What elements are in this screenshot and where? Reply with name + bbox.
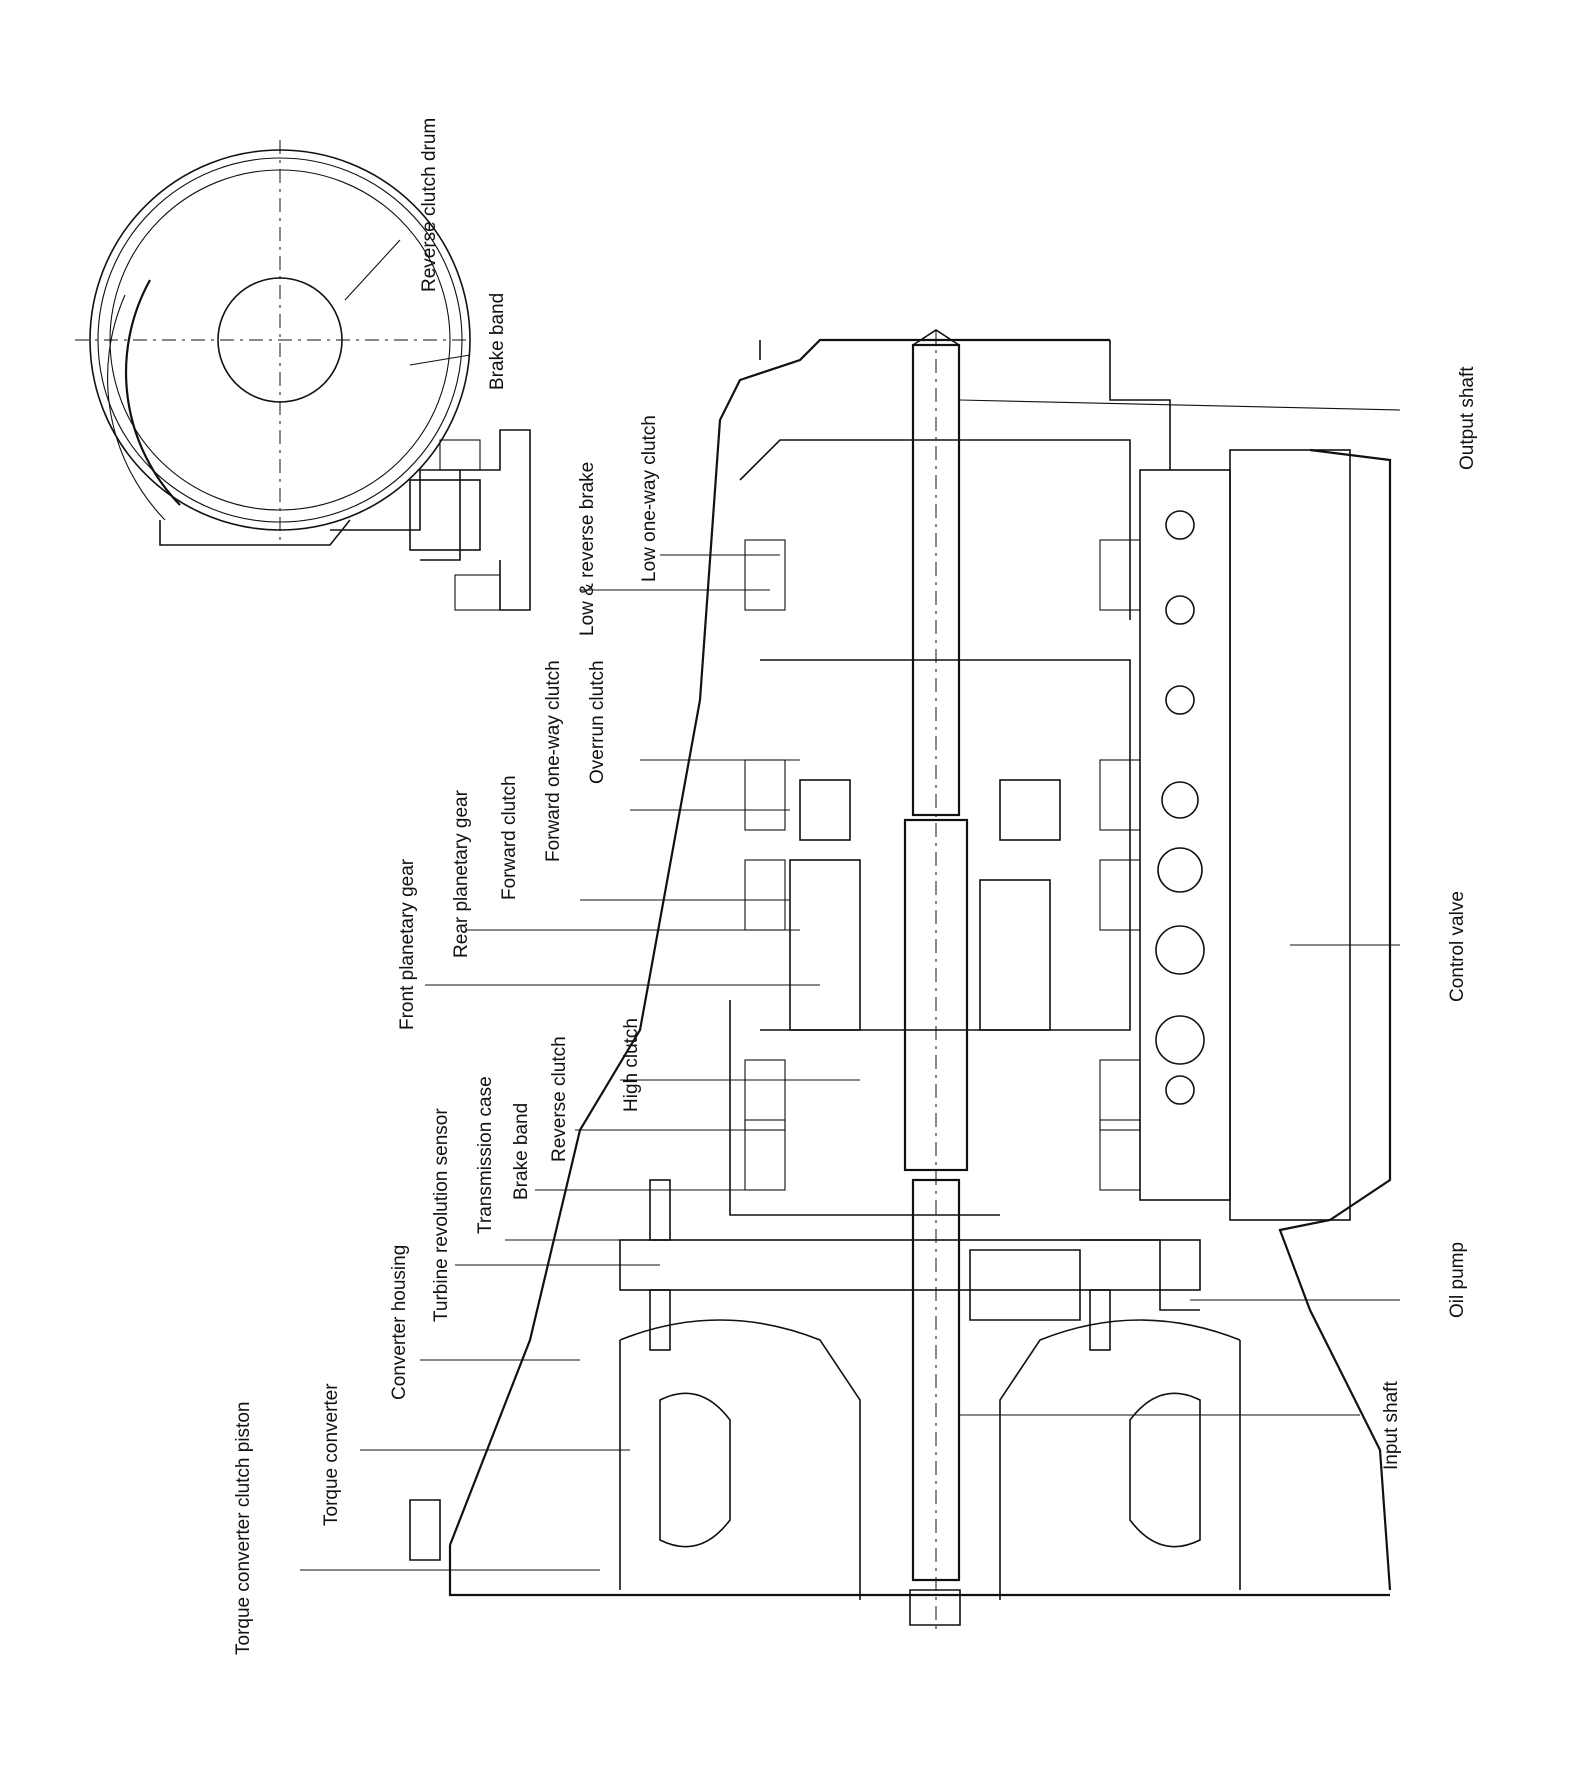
label-overrun-clutch: Overrun clutch bbox=[587, 660, 608, 784]
label-turbine-revolution-sensor: Turbine revolution sensor bbox=[431, 1108, 452, 1322]
label-torque-converter: Torque converter bbox=[321, 1383, 342, 1526]
label-oil-pump: Oil pump bbox=[1447, 1241, 1468, 1318]
label-forward-clutch: Forward clutch bbox=[499, 775, 520, 900]
transmission-outline bbox=[409, 329, 1392, 1630]
label-transmission-case: Transmission case bbox=[475, 1076, 496, 1234]
clutch-packs-upper bbox=[744, 539, 861, 1191]
label-output-shaft: Output shaft bbox=[1457, 366, 1478, 470]
label-control-valve: Control valve bbox=[1447, 891, 1468, 1002]
label-reverse-clutch: Reverse clutch bbox=[549, 1036, 570, 1162]
label-converter-housing: Converter housing bbox=[389, 1244, 410, 1400]
label-torque-converter-clutch-piston: Torque converter clutch piston bbox=[233, 1401, 254, 1655]
label-reverse-clutch-drum: Reverse clutch drum bbox=[419, 117, 440, 292]
label-brake-band: Brake band bbox=[511, 1102, 532, 1200]
leader-lines bbox=[300, 239, 1401, 1571]
label-rear-planetary-gear: Rear planetary gear bbox=[451, 790, 472, 958]
label-low-reverse-brake: Low & reverse brake bbox=[577, 461, 598, 636]
label-front-planetary-gear: Front planetary gear bbox=[397, 858, 418, 1030]
label-low-one-way-clutch: Low one-way clutch bbox=[639, 415, 660, 582]
label-brake-band-inset: Brake band bbox=[487, 292, 508, 390]
label-input-shaft: Input shaft bbox=[1381, 1381, 1402, 1470]
reverse-clutch-drum-inset bbox=[75, 140, 531, 611]
label-forward-one-way-clutch: Forward one-way clutch bbox=[543, 660, 564, 862]
label-high-clutch: High clutch bbox=[621, 1018, 642, 1112]
clutch-packs-lower bbox=[979, 539, 1141, 1191]
